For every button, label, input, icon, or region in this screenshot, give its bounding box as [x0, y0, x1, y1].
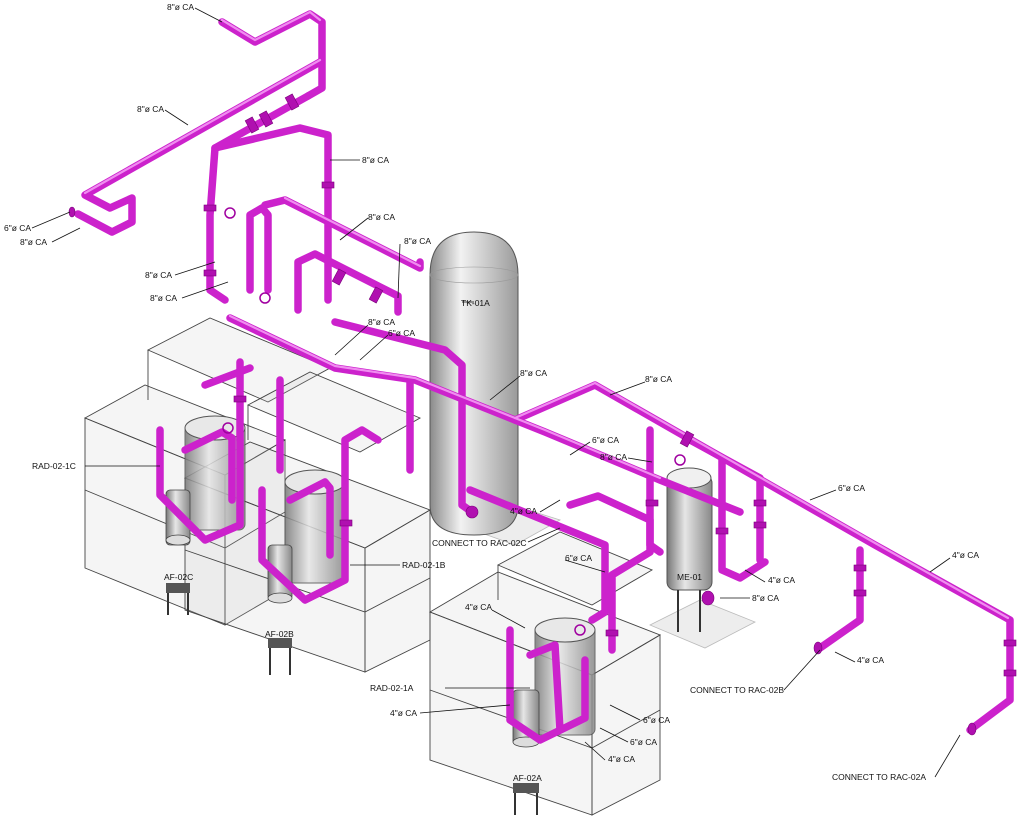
separator-me-01	[666, 467, 713, 632]
pipe-mid-loop	[246, 204, 272, 294]
pipe-labels: 8"ø CA 8"ø CA 8"ø CA 6"ø CA 8"ø CA 8"ø C…	[4, 2, 979, 764]
pipe-lower-run	[566, 492, 654, 654]
pipe-receiver-b-loop-2	[286, 478, 334, 559]
pipe-rac02b	[816, 546, 864, 652]
label-branch-6: 6"ø CA	[592, 435, 619, 445]
pipe-to-tank	[261, 196, 424, 272]
label-lower-4a: 4"ø CA	[465, 602, 492, 612]
label-mid-left-2: 8"ø CA	[150, 293, 177, 303]
pad-separator	[649, 599, 756, 649]
label-rac02c-4: 4"ø CA	[510, 506, 537, 516]
pipe-receiver-b-loop	[258, 426, 382, 604]
pipe-tank-drop	[331, 318, 476, 516]
label-separator: ME-01	[677, 572, 702, 582]
label-receiver-a: RAD-02-1A	[370, 683, 414, 693]
leader-lines	[31, 7, 961, 778]
label-receiver-c: RAD-02-1C	[32, 461, 76, 471]
pipe-separator-loop	[718, 456, 769, 582]
pipe-to-rac02c	[466, 486, 609, 624]
label-left-8: 8"ø CA	[20, 237, 47, 247]
label-header-right-8: 8"ø CA	[645, 374, 672, 384]
label-dryer-b: AF-02B	[265, 629, 294, 639]
pipe-diagonal-second	[206, 92, 312, 304]
pipe-receiver-a-loop	[506, 626, 589, 744]
label-top: 8"ø CA	[167, 2, 194, 12]
label-bottom-6b: 6"ø CA	[630, 737, 657, 747]
label-riser-right: 8"ø CA	[362, 155, 389, 165]
label-header-8a: 8"ø CA	[368, 317, 395, 327]
label-dryer-c: AF-02C	[164, 572, 193, 582]
label-tank: TK-01A	[461, 298, 490, 308]
label-connect-rac02c: CONNECT TO RAC-02C	[432, 538, 526, 548]
label-connect-rac02a: CONNECT TO RAC-02A	[832, 772, 926, 782]
label-bottom-6a: 6"ø CA	[643, 715, 670, 725]
pipe-receiver-c-loop-2	[181, 428, 236, 504]
pipe-receiver-c-loop	[156, 426, 244, 544]
label-tank-inlet-1: 8"ø CA	[368, 212, 395, 222]
label-dryer-a: AF-02A	[513, 773, 542, 783]
pipe-header-to-c	[201, 364, 254, 389]
label-rac02b-4: 4"ø CA	[857, 655, 884, 665]
label-tank-inlet-2: 8"ø CA	[404, 236, 431, 246]
pipe-receiver-a-loop-2	[526, 641, 564, 734]
label-right-6: 6"ø CA	[838, 483, 865, 493]
fittings	[68, 93, 1017, 736]
label-left-6: 6"ø CA	[4, 223, 31, 233]
pipe-mid-loop-2	[294, 250, 402, 316]
label-lower-6: 6"ø CA	[565, 553, 592, 563]
label-bottom-4: 4"ø CA	[608, 754, 635, 764]
label-sep-4: 4"ø CA	[768, 575, 795, 585]
label-header-8b: 8"ø CA	[520, 368, 547, 378]
pipe-top-inlet	[218, 10, 326, 100]
equipment-labels: TK-01A ME-01 AF-02C AF-02B AF-02A RAD-02…	[32, 298, 926, 783]
label-connect-rac02b: CONNECT TO RAC-02B	[690, 685, 784, 695]
label-right-4: 4"ø CA	[952, 550, 979, 560]
tank-tk-01a	[429, 231, 519, 536]
label-mid-left-1: 8"ø CA	[145, 270, 172, 280]
pipe-main-header	[226, 314, 744, 516]
label-receiver-b: RAD-02-1B	[402, 560, 446, 570]
piping-network	[74, 10, 1014, 744]
label-branch-8: 8"ø CA	[600, 452, 627, 462]
pipe-diagonal-upper	[74, 58, 324, 236]
pipe-header-right	[511, 381, 1014, 734]
label-sep-8: 8"ø CA	[752, 593, 779, 603]
label-lower-4b: 4"ø CA	[390, 708, 417, 718]
label-header-6a: 6"ø CA	[388, 328, 415, 338]
label-diag-upper: 8"ø CA	[137, 104, 164, 114]
